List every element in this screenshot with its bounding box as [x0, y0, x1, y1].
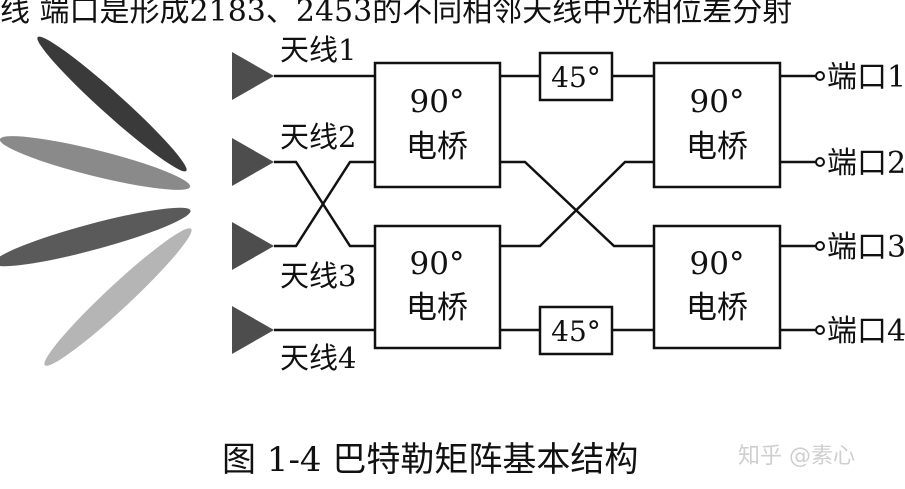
hybrid-label-bridge: 电桥 — [686, 290, 748, 326]
hybrid-label-bridge: 电桥 — [406, 129, 468, 165]
beam-lobe-4 — [44, 228, 192, 366]
antenna-icon-2 — [232, 138, 274, 186]
hybrid-box-bottom-left — [373, 224, 502, 350]
hybrid-label-90: 90° — [410, 84, 465, 120]
hybrid-label-90: 90° — [690, 84, 745, 120]
antenna-icon-3 — [232, 222, 274, 270]
phase-shifter-box-bottom — [538, 305, 614, 356]
figure-caption: 图 1-4 巴特勒矩阵基本结构 — [222, 440, 639, 480]
port-label-4: 端口4 — [827, 314, 905, 349]
hybrid-label-bridge: 电桥 — [686, 129, 748, 165]
antenna-label-2: 天线2 — [280, 120, 356, 154]
hybrid-box-top-right — [652, 61, 782, 189]
hybrid-boxes — [373, 61, 782, 350]
port-label-3: 端口3 — [827, 230, 905, 265]
top-cropped-text: 线 端口是形成2183、2453的不同相邻天线中光相位差分射 — [0, 0, 793, 26]
beam-lobe-3 — [0, 207, 191, 267]
port-labels: 端口1 端口2 端口3 端口4 — [827, 60, 905, 349]
port-terminal-3 — [815, 241, 825, 251]
port-terminal-4 — [815, 325, 825, 335]
port-terminals — [815, 71, 825, 335]
hybrid-box-bottom-right — [652, 224, 782, 350]
phase-shifter-boxes — [538, 51, 614, 356]
antenna-label-4: 天线4 — [280, 341, 356, 375]
antenna-labels: 天线1 天线2 天线3 天线4 — [280, 33, 356, 375]
antenna-icon-4 — [232, 306, 274, 354]
beam-lobe-2 — [0, 136, 191, 190]
port-label-1: 端口1 — [827, 60, 905, 95]
antenna-label-3: 天线3 — [280, 259, 356, 293]
port-terminal-2 — [815, 157, 825, 167]
phase-shifter-label-bottom: 45° — [551, 315, 601, 348]
hybrid-labels: 90° 电桥 90° 电桥 90° 电桥 90° 电桥 — [406, 84, 748, 326]
signal-lines — [274, 74, 816, 332]
antenna-label-1: 天线1 — [280, 33, 356, 67]
hybrid-label-bridge: 电桥 — [406, 290, 468, 326]
port-terminal-1 — [815, 71, 825, 81]
phase-shifter-box-top — [538, 51, 614, 102]
port-label-2: 端口2 — [827, 146, 905, 181]
phase-shifter-label-top: 45° — [551, 61, 601, 94]
hybrid-label-90: 90° — [690, 246, 745, 282]
hybrid-box-top-left — [373, 61, 502, 189]
phase-shifter-labels: 45° 45° — [551, 61, 601, 348]
antenna-icon-1 — [232, 52, 274, 100]
hybrid-label-90: 90° — [410, 246, 465, 282]
radiation-beams — [0, 36, 192, 366]
watermark: 知乎 @素心 — [738, 444, 855, 469]
antenna-icons — [232, 52, 274, 354]
beam-lobe-1 — [37, 36, 187, 172]
